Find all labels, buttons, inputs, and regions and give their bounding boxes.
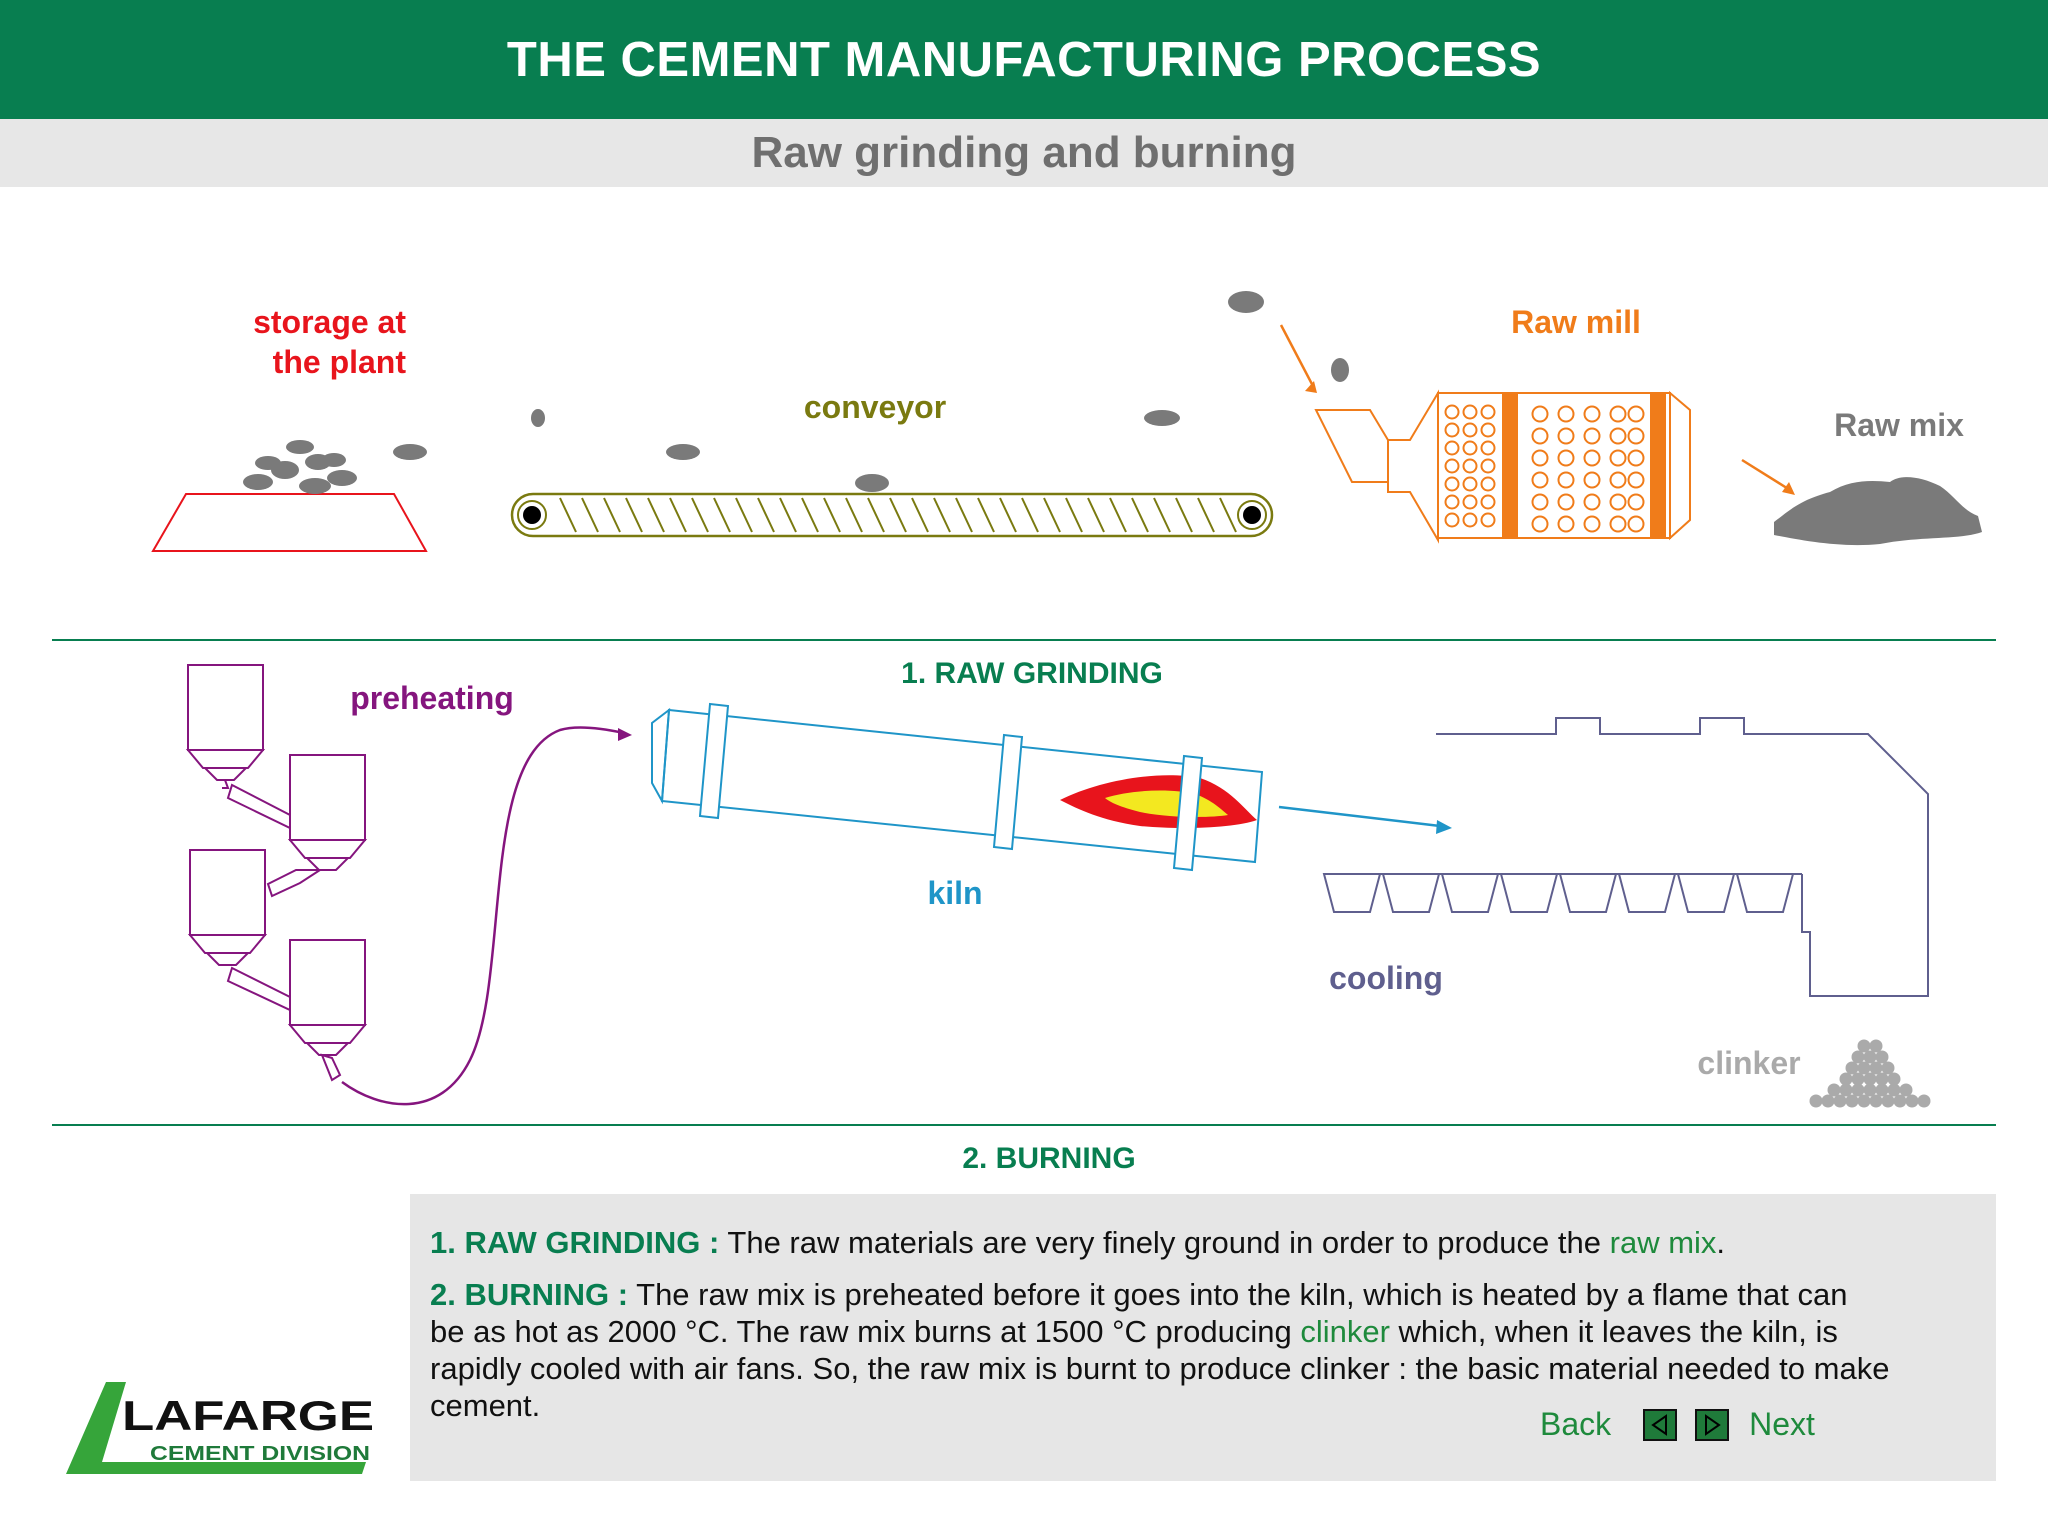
- preheater-tower: [185, 664, 368, 1082]
- storage-label-line1: storage at: [253, 304, 406, 340]
- burning-text-2: which, when it leaves the kiln, is rapid…: [430, 1314, 1890, 1423]
- raw-mix-term: raw mix: [1609, 1225, 1717, 1260]
- preheating-label: preheating: [350, 680, 514, 716]
- raw-grinding-end: .: [1716, 1225, 1726, 1260]
- triangle-left-icon: [1651, 1413, 1668, 1436]
- burning-paragraph: 2. BURNING : The raw mix is preheated be…: [430, 1276, 1890, 1424]
- raw-grinding-lead: 1. RAW GRINDING :: [430, 1225, 720, 1260]
- page-subtitle: Raw grinding and burning: [751, 128, 1297, 177]
- triangle-right-icon: [1705, 1413, 1721, 1436]
- clinker-cooler: [1322, 717, 1929, 997]
- section-label-burning: 2. BURNING: [962, 1142, 1135, 1175]
- section-label-raw-grinding: 1. RAW GRINDING: [901, 657, 1163, 690]
- burning-text-1: The raw mix is preheated before it goes …: [430, 1277, 1848, 1349]
- preheat-arrowhead: [618, 728, 632, 741]
- conveyor-label: conveyor: [804, 389, 946, 425]
- raw-grinding-paragraph: 1. RAW GRINDING : The raw materials are …: [430, 1224, 1890, 1261]
- explanation-panel: 1. RAW GRINDING : The raw materials are …: [410, 1194, 1996, 1481]
- kiln-output-arrow: [1278, 805, 1441, 828]
- raw-mix-pile: [1774, 477, 1982, 546]
- conveyor-belt: [510, 291, 1349, 538]
- page-title: THE CEMENT MANUFACTURING PROCESS: [506, 32, 1542, 87]
- raw-mix-label: Raw mix: [1834, 407, 1964, 443]
- cooling-label: cooling: [1329, 960, 1443, 996]
- next-link[interactable]: Next: [1749, 1406, 1815, 1442]
- lafarge-logo: LAFARGE CEMENT DIVISION: [66, 1382, 374, 1474]
- clinker-term: clinker: [1300, 1314, 1390, 1349]
- navigation: Back Next: [1540, 1406, 1815, 1443]
- clinker-label: clinker: [1697, 1045, 1800, 1081]
- next-button[interactable]: [1695, 1408, 1730, 1441]
- clinker-pile: [1809, 1039, 1931, 1108]
- raw-mill: [1279, 324, 1795, 544]
- raw-mill-label: Raw mill: [1511, 304, 1641, 340]
- raw-grinding-text: The raw materials are very finely ground…: [719, 1225, 1610, 1260]
- storage-pile: [151, 440, 428, 552]
- logo-division: CEMENT DIVISION: [150, 1443, 370, 1465]
- storage-label-line2: the plant: [273, 344, 407, 380]
- burning-lead: 2. BURNING :: [430, 1277, 629, 1312]
- back-button[interactable]: [1643, 1408, 1678, 1441]
- title-bar: THE CEMENT MANUFACTURING PROCESS: [0, 0, 2048, 119]
- preheat-flow-arrow: [341, 726, 625, 1106]
- logo-brand: LAFARGE: [122, 1392, 374, 1439]
- back-link[interactable]: Back: [1540, 1406, 1612, 1442]
- rotary-kiln: [651, 702, 1264, 872]
- subtitle-bar: Raw grinding and burning: [0, 119, 2048, 187]
- kiln-label: kiln: [927, 875, 982, 911]
